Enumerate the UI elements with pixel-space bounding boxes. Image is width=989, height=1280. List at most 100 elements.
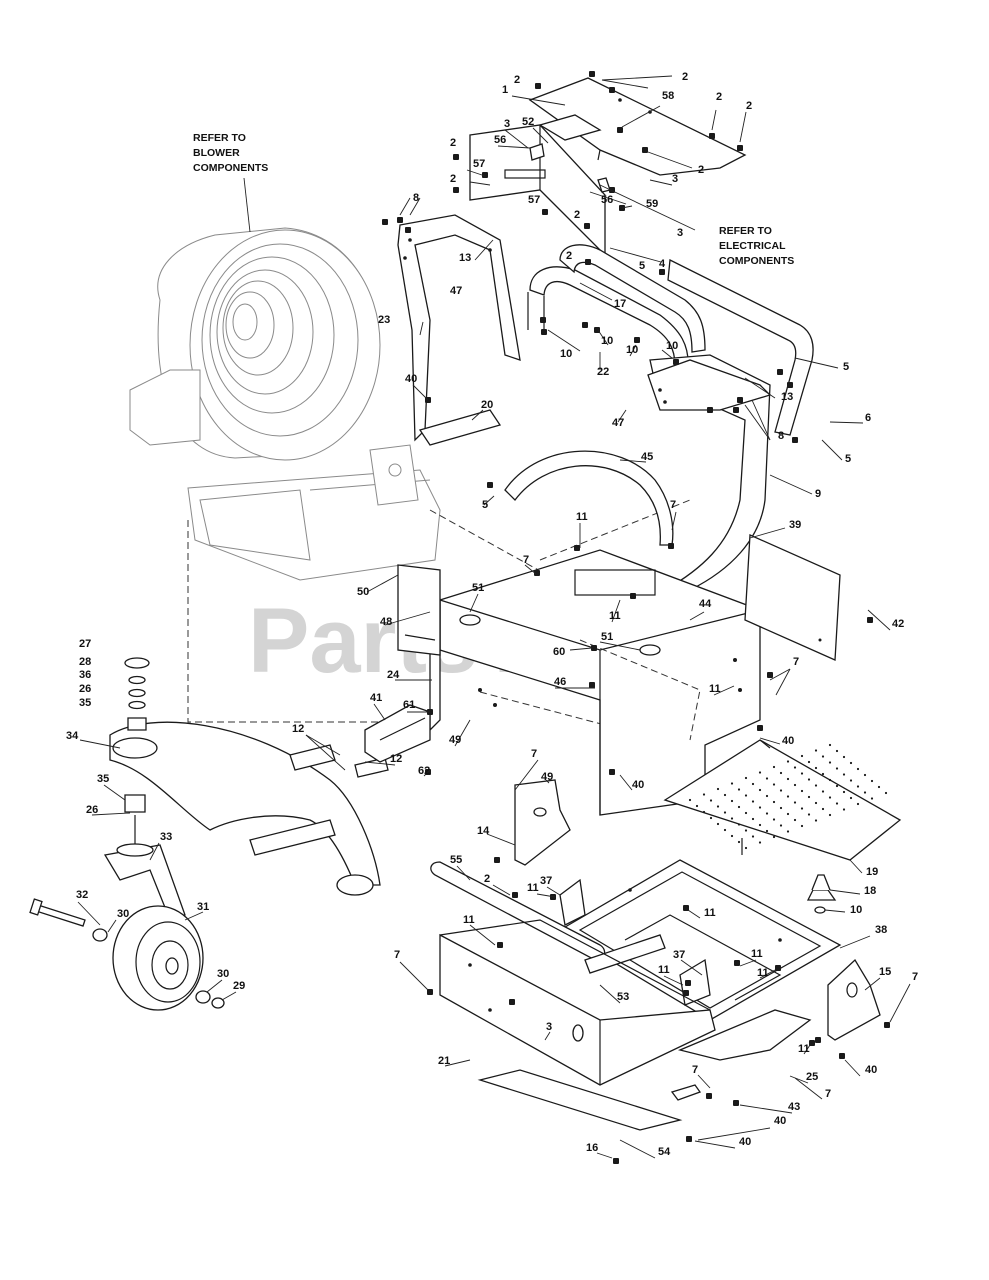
foot-plate-hole: [786, 777, 790, 781]
fastener-glyph: [733, 407, 739, 413]
foot-plate-hole: [716, 787, 720, 791]
leader-line: [486, 833, 516, 846]
foot-plate-hole: [849, 779, 853, 782]
foot-plate-hole: [765, 812, 769, 815]
note-electrical-line-3: COMPONENTS: [719, 255, 794, 267]
callout-label: 47: [450, 285, 462, 297]
callout-label: 5: [639, 260, 645, 272]
leader-line: [456, 865, 471, 881]
top-panel: [528, 77, 747, 176]
pivot-bracket: [364, 704, 431, 763]
callout-label: 11: [757, 967, 769, 979]
leader-line: [305, 734, 346, 771]
callout-label: 3: [504, 118, 510, 130]
leader-line: [399, 961, 429, 991]
foot-plate-hole: [758, 841, 762, 844]
leader-line: [619, 1139, 656, 1159]
foot-plate-hole: [863, 773, 867, 777]
foot-plate-hole: [828, 761, 832, 764]
callout-label: 5: [845, 453, 851, 465]
foot-plate-hole: [863, 791, 867, 794]
callout-label: 5: [482, 499, 488, 511]
leader-line: [504, 129, 529, 149]
callout-label: 7: [394, 949, 400, 961]
leader-line: [697, 1074, 711, 1089]
callout-label: 39: [789, 519, 801, 531]
foot-plate-hole: [765, 829, 769, 833]
leader-line: [694, 1140, 736, 1149]
callout-label: 26: [86, 804, 98, 816]
leader-line: [647, 151, 693, 169]
wheel-spacers: [92, 928, 225, 1009]
foot-plate-hole: [842, 773, 846, 776]
callout-label: 11: [798, 1043, 810, 1055]
leader-line: [409, 197, 421, 216]
wheel-fender: [504, 450, 674, 546]
fastener-glyph: [509, 999, 515, 1005]
leader-line: [423, 769, 431, 777]
foot-plate-hole: [835, 749, 839, 753]
leader-line: [619, 459, 647, 463]
leader-line: [739, 959, 757, 967]
foot-plate-hole: [800, 754, 804, 758]
foot-plate-hole: [730, 817, 734, 820]
leader-line: [821, 439, 843, 461]
callout-label: 11: [609, 610, 621, 622]
callout-label: 26: [79, 683, 91, 695]
callout-label: 56: [494, 134, 506, 146]
callout-label: 14: [477, 825, 490, 837]
foot-plate-hole: [828, 796, 832, 799]
leader-line: [524, 564, 537, 575]
callout-label: 40: [782, 735, 794, 747]
leader-line: [711, 109, 717, 131]
callout-label: 19: [866, 866, 878, 878]
fastener-glyph: [668, 543, 674, 549]
callout-label: 7: [912, 971, 918, 983]
leader-line: [305, 734, 341, 756]
leader-line: [663, 975, 684, 986]
foot-plate-hole: [772, 800, 776, 804]
fastener-glyph: [540, 317, 546, 323]
leader-line: [532, 127, 549, 144]
callout-label: 37: [540, 875, 552, 887]
foot-plate-hole: [744, 846, 748, 850]
callout-label: 60: [553, 646, 565, 658]
fastener-glyph: [541, 329, 547, 335]
callout-label: 23: [378, 314, 390, 326]
foot-plate-hole: [814, 801, 818, 805]
leader-line: [492, 884, 511, 896]
leader-line: [412, 384, 429, 401]
handle-bar: [527, 244, 706, 371]
callout-label: 38: [875, 924, 887, 936]
fastener-glyph: [584, 223, 590, 229]
leader-line: [794, 357, 839, 369]
leader-line: [751, 399, 771, 441]
fastener-glyph: [589, 682, 595, 688]
leader-line: [601, 75, 673, 81]
fastener-glyph: [487, 482, 493, 488]
axle-bolt: [29, 898, 86, 927]
foot-plate-hole: [821, 755, 825, 758]
callout-label: 11: [709, 683, 721, 695]
leader-line: [621, 105, 661, 128]
foot-plate-hole: [730, 782, 734, 785]
leader-line: [596, 1152, 613, 1159]
callout-label: 53: [617, 991, 629, 1003]
foot-plate-hole: [779, 771, 783, 775]
foot-plate-hole: [800, 824, 804, 828]
callout-label: 12: [390, 753, 402, 765]
leader-line: [713, 685, 735, 696]
callout-label: 2: [574, 209, 580, 221]
foot-plate-hole: [723, 828, 727, 832]
foot-plate-hole: [856, 785, 860, 788]
blower-assembly-reference: [129, 227, 441, 581]
foot-plate-hole: [828, 743, 832, 747]
fastener-glyph: [453, 187, 459, 193]
leader-line: [629, 344, 637, 357]
leader-line: [77, 901, 101, 926]
callout-label: 58: [662, 90, 674, 102]
callout-label: 28: [79, 656, 91, 668]
foot-plate-hole: [758, 788, 762, 792]
callout-label: 55: [450, 854, 462, 866]
foot-plate-hole: [716, 805, 720, 808]
